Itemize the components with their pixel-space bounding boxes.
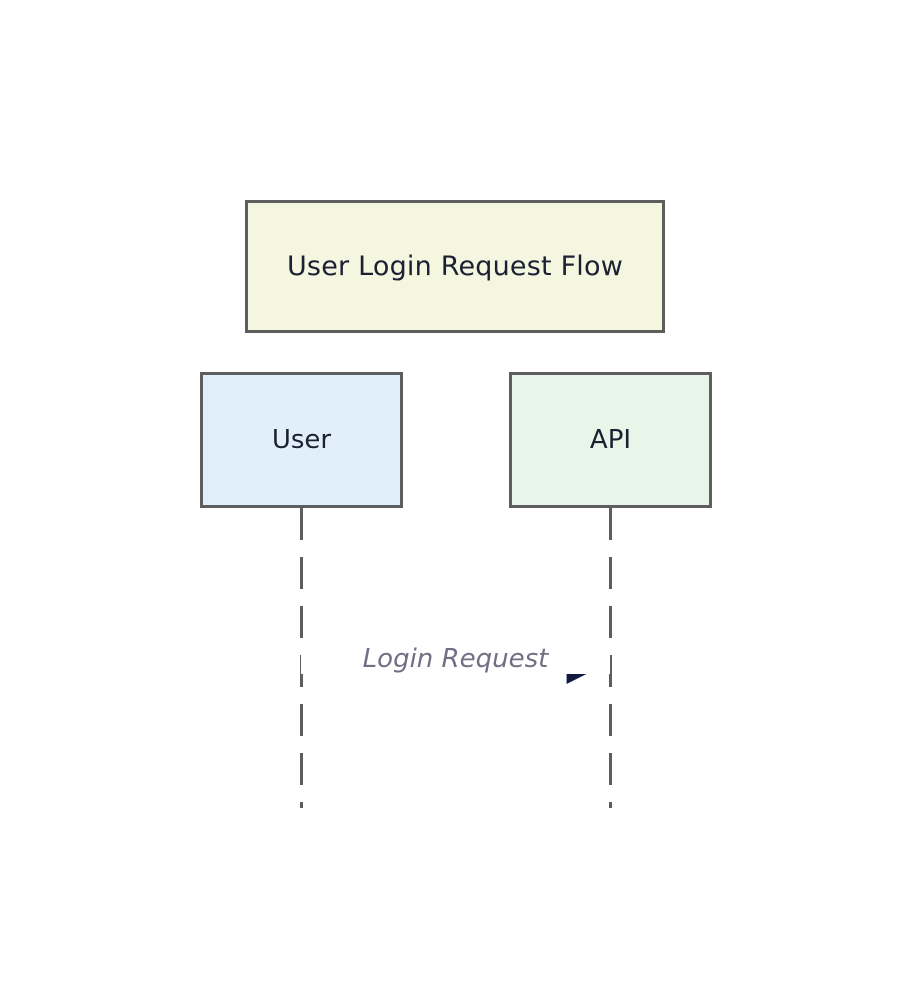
lifeline-api [609, 508, 612, 808]
participant-label-api: API [589, 425, 632, 455]
participant-label-user: User [271, 425, 332, 455]
participant-box-user[interactable]: User [200, 372, 403, 508]
diagram-title-text: User Login Request Flow [286, 251, 624, 282]
participant-box-api[interactable]: API [509, 372, 712, 508]
diagram-title-box: User Login Request Flow [245, 200, 665, 333]
message-label-login-request: Login Request [301, 644, 610, 674]
